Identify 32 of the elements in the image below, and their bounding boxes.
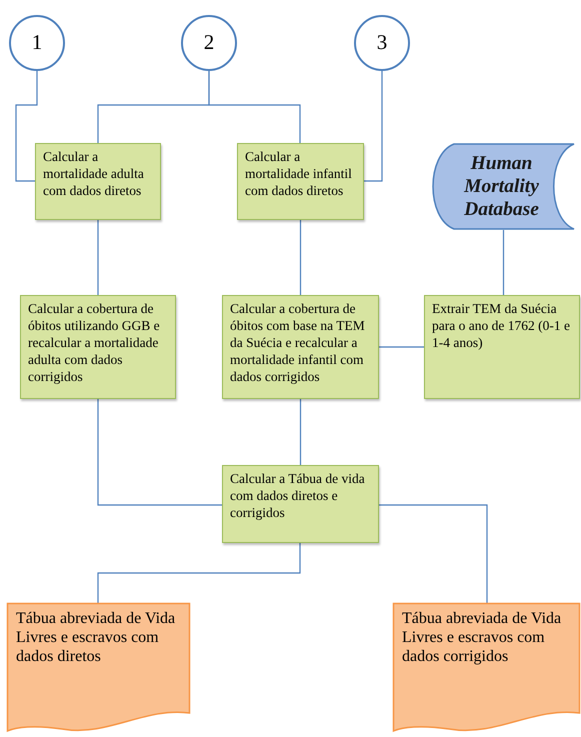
document-shape (393, 603, 580, 735)
node-text: Calcular a Tábua de vida com dados diretos e corrigidos (230, 470, 366, 521)
connector-line (502, 230, 504, 295)
node-text: Calcular a mortalidade infantil com dados diretos (245, 148, 353, 199)
connector-line (97, 220, 99, 295)
node-text: Calcular a cobertura de óbitos utilizando GGB e recalcular a mortalidade adulta com dados corrigidos (28, 300, 161, 385)
connector-line (300, 399, 302, 465)
connector-line (379, 346, 424, 348)
node-text: 2 (204, 29, 214, 56)
stored-data-shape (432, 143, 575, 230)
node-text: Extrair TEM da Suécia para o ano de 1762 (0-1 e 1-4 anos) (432, 300, 571, 351)
process-box (35, 143, 161, 220)
connector-line (97, 543, 301, 603)
node-text: 3 (376, 29, 388, 56)
process-box (237, 143, 364, 220)
node-text: Calcular a mortalidade adulta com dados diretos (43, 148, 145, 199)
process-box (222, 465, 379, 543)
connector-line (15, 71, 38, 182)
connector-line (364, 71, 383, 182)
process-box (20, 295, 176, 399)
node-text: Tábua abreviada de Vida Livres e escravos com dados diretos (16, 609, 176, 666)
process-box (424, 295, 580, 399)
connector-line (300, 220, 302, 295)
node-text: Tábua abreviada de Vida Livres e escravos com dados corrigidos (402, 609, 562, 666)
node-text: 1 (32, 29, 42, 56)
process-box (222, 295, 379, 399)
node-text: Human Mortality Database (462, 152, 540, 221)
connector-line (379, 504, 488, 603)
connector-line (208, 71, 301, 143)
document-shape (7, 603, 190, 735)
node-text: Calcular a cobertura de óbitos com base na TEM da Suécia e recalcular a mortalidade infantil com dados corrigidos (230, 300, 366, 385)
connector-line (97, 399, 222, 506)
